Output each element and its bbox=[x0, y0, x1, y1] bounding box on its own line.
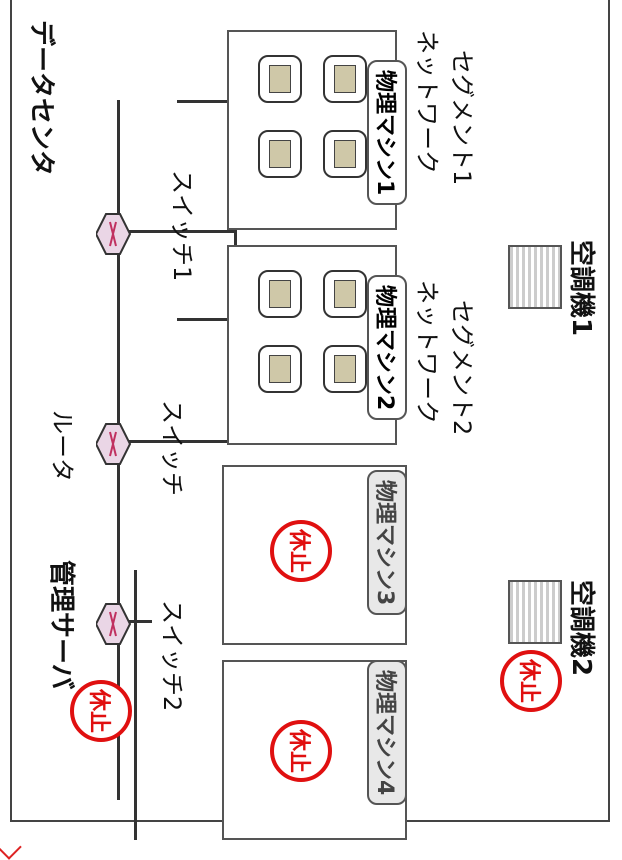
pm-line bbox=[134, 570, 137, 840]
pm1-label: 物理マシン1 bbox=[367, 60, 407, 206]
pm4-stop-mark: 休止 bbox=[270, 720, 332, 782]
netseg2b-label: セグメント2 bbox=[448, 300, 476, 436]
netseg1b-label: セグメント1 bbox=[448, 50, 476, 186]
switch1-icon bbox=[94, 210, 132, 258]
vm-icon bbox=[258, 130, 302, 178]
vm-icon bbox=[323, 345, 367, 393]
aircon1-label: 空調機1 bbox=[566, 240, 596, 337]
pm4-label: 物理マシン4 bbox=[367, 660, 407, 806]
vm-icon bbox=[258, 345, 302, 393]
vm-icon bbox=[258, 55, 302, 103]
switch-label: スイッチ bbox=[158, 400, 186, 496]
switch1-label: スイッチ1 bbox=[168, 170, 196, 282]
netseg2-label: ネットワーク bbox=[413, 280, 441, 424]
aircon2-label: 空調機2 bbox=[566, 580, 596, 677]
netseg1-label: ネットワーク bbox=[413, 30, 441, 174]
router-label: ルータ bbox=[48, 410, 76, 482]
router-icon bbox=[94, 420, 132, 468]
pm2-label: 物理マシン2 bbox=[367, 275, 407, 421]
pm3-label: 物理マシン3 bbox=[367, 470, 407, 616]
vm-icon bbox=[323, 130, 367, 178]
datacenter-title: データセンタ bbox=[26, 20, 56, 177]
aircon2-icon bbox=[508, 580, 562, 644]
vm-icon bbox=[258, 270, 302, 318]
switch2-label: スイッチ2 bbox=[158, 600, 186, 712]
vm-icon bbox=[323, 55, 367, 103]
pm3-stop-mark: 休止 bbox=[270, 520, 332, 582]
aircon1-icon bbox=[508, 245, 562, 309]
mgmt-server-label: 管理サーバ bbox=[46, 560, 76, 690]
aircon2-stop-mark: 休止 bbox=[500, 650, 562, 712]
switch2-icon bbox=[94, 600, 132, 648]
vm-icon bbox=[323, 270, 367, 318]
mgmt-stop-mark: 休止 bbox=[70, 680, 132, 742]
